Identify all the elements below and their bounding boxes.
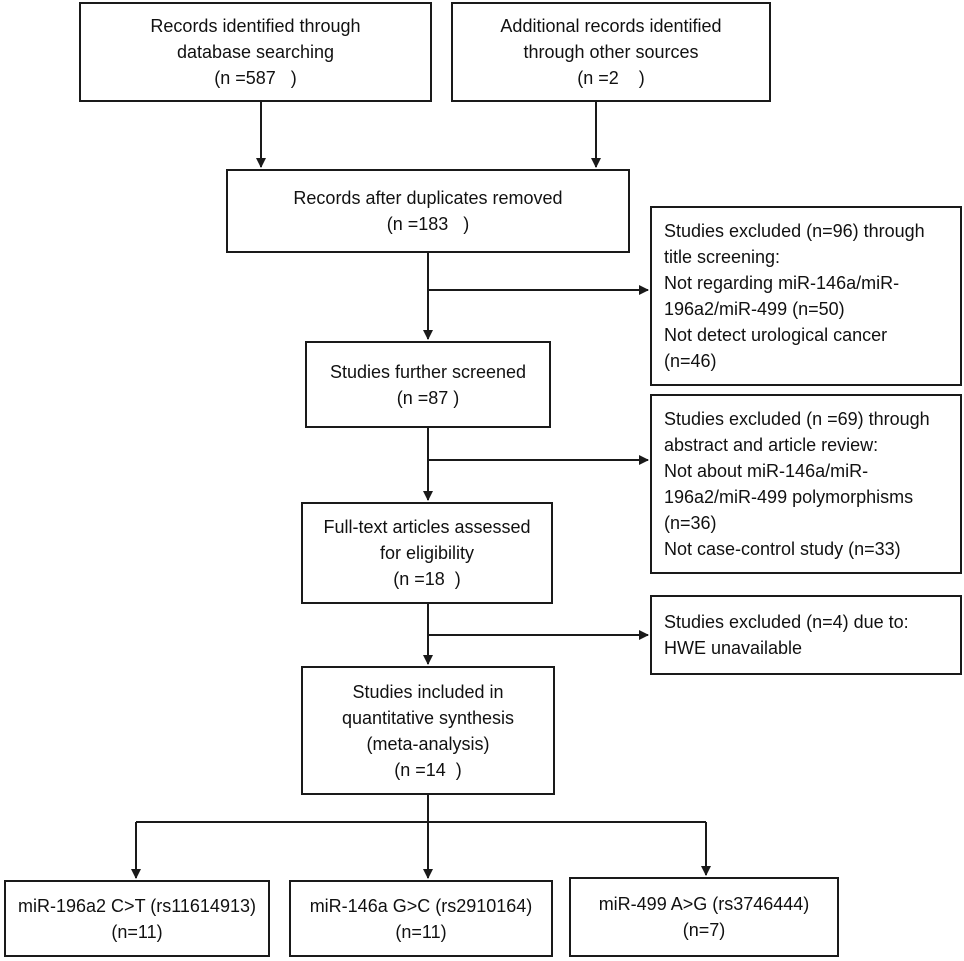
box-line: quantitative synthesis (341, 707, 515, 728)
box-line: (n =87 ) (396, 387, 460, 408)
box-line: (n =18 ) (393, 569, 461, 589)
box-line: for eligibility (379, 543, 475, 563)
box-line: 196a2/miR-499 (n=50) (664, 299, 845, 319)
box-line: abstract and article review: (664, 435, 879, 455)
box-line: HWE unavailable (664, 638, 803, 658)
box-line: Full-text articles assessed (323, 517, 531, 537)
box-line: Not detect urological cancer (664, 325, 888, 345)
box-line: 196a2/miR-499 polymorphisms (664, 487, 914, 507)
box-line: Additional records identified (500, 16, 722, 36)
records-after-duplicates-box: Records after duplicates removed (n =183… (226, 169, 630, 253)
box-line: title screening: (664, 247, 781, 267)
box-line: miR-499 A>G (rs3746444) (598, 894, 810, 914)
box-line: (meta-analysis) (366, 733, 490, 754)
box-line: Not regarding miR-146a/miR- (664, 273, 900, 293)
excluded-title-screening-box: Studies excluded (n=96) through title sc… (650, 206, 962, 386)
box-line: Studies excluded (n=4) due to: (664, 612, 909, 632)
mir-499-box: miR-499 A>G (rs3746444) (n=7) (569, 877, 839, 957)
box-line: (n =587 ) (214, 68, 297, 88)
box-line: Not about miR-146a/miR- (664, 461, 869, 481)
mir-146a-box: miR-146a G>C (rs2910164) (n=11) (289, 880, 553, 957)
box-line: (n =183 ) (386, 214, 470, 234)
box-line: Records after duplicates removed (293, 188, 563, 208)
box-line: (n=7) (682, 920, 726, 940)
box-line: Not case-control study (n=33) (664, 539, 901, 559)
box-line: (n=11) (111, 921, 163, 942)
box-line: Studies further screened (329, 361, 527, 382)
box-line: Studies excluded (n =69) through (664, 409, 930, 429)
box-line: (n=11) (395, 921, 447, 942)
mir-196a2-box: miR-196a2 C>T (rs11614913) (n=11) (4, 880, 270, 957)
box-line: database searching (176, 42, 335, 62)
records-identified-database-box: Records identified through database sear… (79, 2, 432, 102)
box-line: through other sources (523, 42, 699, 62)
excluded-hwe-box: Studies excluded (n=4) due to: HWE unava… (650, 595, 962, 675)
box-line: (n=36) (664, 513, 717, 533)
box-line: miR-196a2 C>T (rs11614913) (18, 895, 256, 916)
box-line: (n =2 ) (577, 68, 645, 88)
box-line: (n=46) (664, 351, 717, 371)
box-line: Studies included in (352, 681, 504, 702)
studies-included-box: Studies included in quantitative synthes… (301, 666, 555, 795)
additional-records-box: Additional records identified through ot… (451, 2, 771, 102)
full-text-articles-box: Full-text articles assessed for eligibil… (301, 502, 553, 604)
box-line: Records identified through (150, 16, 361, 36)
box-line: miR-146a G>C (rs2910164) (309, 895, 533, 916)
box-line: Studies excluded (n=96) through (664, 221, 925, 241)
studies-further-screened-box: Studies further screened (n =87 ) (305, 341, 551, 428)
box-line: (n =14 ) (394, 759, 462, 780)
excluded-abstract-review-box: Studies excluded (n =69) through abstrac… (650, 394, 962, 574)
